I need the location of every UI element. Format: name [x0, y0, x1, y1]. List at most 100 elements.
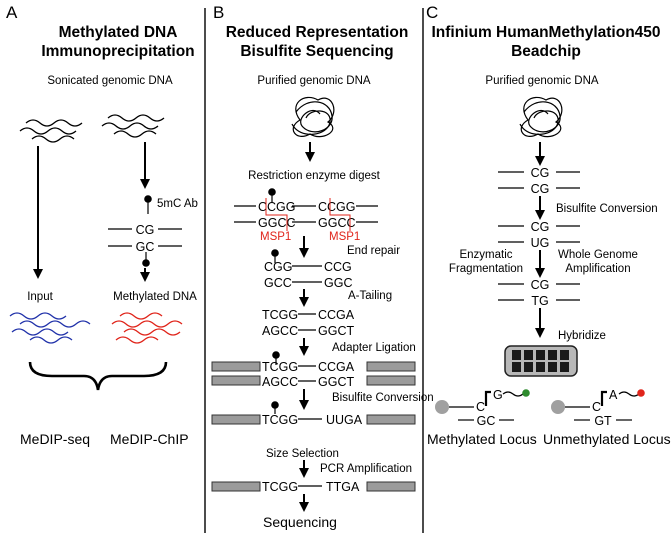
panel-c-title-1: Infinium HumanMethylation450: [431, 24, 660, 41]
c1-bottom: CG: [531, 182, 550, 196]
end-repair-fragment: CGG CCG GCC GGC: [264, 249, 352, 290]
digest-top-right: CCGG: [318, 200, 356, 214]
step-sequencing: Sequencing: [263, 514, 337, 530]
c2-bottom: UG: [531, 236, 550, 250]
bead-methylated: [435, 400, 449, 414]
sonicated-dna-left: [19, 119, 83, 143]
c-duplex-3: CG TG: [498, 278, 580, 308]
probe-m-c: C: [476, 400, 485, 414]
adapter-pcr-right: [366, 481, 416, 492]
antibody-label: 5mC Ab: [157, 198, 198, 210]
step-adapter: Adapter Ligation: [332, 342, 416, 354]
panel-a-letter: A: [6, 3, 18, 22]
adapter-fragment: TCGG CCGA AGCC GGCT: [211, 351, 416, 389]
methylated-probe: C G GC: [435, 388, 530, 428]
at-bottom-right: GGCT: [318, 324, 354, 338]
panel-a-title-2: Immunoprecipitation: [41, 43, 194, 60]
step-sonicated: Sonicated genomic DNA: [47, 75, 173, 87]
panel-c-title-2: Beadchip: [511, 43, 581, 60]
adapter-bs-left: [211, 414, 261, 425]
unmethylated-probe: C A GT: [551, 388, 645, 428]
er-top-left: CGG: [264, 260, 292, 274]
at-top-left: TCGG: [262, 308, 298, 322]
digest-bottom-right: GGCC: [318, 216, 356, 230]
step-bisulfite-c: Bisulfite Conversion: [556, 203, 658, 215]
input-dna-waves: [9, 312, 91, 344]
digest-top-left: CCGG: [258, 200, 296, 214]
merge-bracket: [28, 361, 168, 391]
step-end-repair: End repair: [347, 245, 400, 257]
er-top-right: CCG: [324, 260, 352, 274]
ad-bottom-right: GGCT: [318, 375, 354, 389]
ad-top-left: TCGG: [262, 360, 298, 374]
unmethylated-signal-dot: [637, 389, 645, 397]
ad-top-right: CCGA: [318, 360, 355, 374]
er-bottom-right: GGC: [324, 276, 352, 290]
step-enzymatic-1: Enzymatic: [459, 249, 512, 261]
adapter-top-right: [366, 361, 416, 372]
c2-top: CG: [531, 220, 550, 234]
bisulfite-fragment: TCGG UUGA: [211, 401, 416, 427]
probe-u-target: GT: [594, 414, 612, 428]
digest-bottom-left: GGCC: [258, 216, 296, 230]
panel-b-letter: B: [213, 3, 224, 22]
probe-m-ext: G: [493, 388, 503, 402]
c3-top: CG: [531, 278, 550, 292]
step-bisulfite-b: Bisulfite Conversion: [332, 392, 434, 404]
adapter-bottom-left: [211, 375, 261, 386]
cut-site-left: [265, 198, 288, 231]
panel-c-letter: C: [426, 3, 438, 22]
panel-a: A Methylated DNA Immunoprecipitation Son…: [6, 3, 198, 447]
digest-fragment: CCGG CCGG GGCC GGCC MSP1 MSP1: [234, 188, 378, 243]
panel-a-title-1: Methylated DNA: [59, 24, 178, 41]
probe-u-ext: A: [609, 388, 618, 402]
panel-b: B Reduced Representation Bisulfite Seque…: [211, 3, 434, 530]
step-size: Size Selection: [266, 448, 339, 460]
strand-cg: CG: [136, 223, 155, 237]
step-atailing: A-Tailing: [348, 290, 392, 302]
step-pcr: PCR Amplification: [320, 463, 412, 475]
c-duplex-2: CG UG: [498, 220, 580, 250]
bs-left: TCGG: [262, 413, 298, 427]
adapter-bs-right: [366, 414, 416, 425]
bead-unmethylated: [551, 400, 565, 414]
step-enzymatic-2: Fragmentation: [449, 263, 523, 275]
at-bottom-left: AGCC: [262, 324, 298, 338]
adapter-pcr-left: [211, 481, 261, 492]
pcr-fragment: TCGG TTGA: [211, 480, 416, 494]
enzyme-left: MSP1: [260, 231, 291, 243]
panel-c: C Infinium HumanMethylation450 Beadchip …: [426, 3, 671, 447]
adapter-bottom-right: [366, 375, 416, 386]
beadchip-icon: [504, 345, 578, 377]
ad-bottom-left: AGCC: [262, 375, 298, 389]
step-hybridize: Hybridize: [558, 330, 606, 342]
adapter-top-left: [211, 361, 261, 372]
methylated-dna-waves: [111, 312, 183, 344]
input-label: Input: [27, 291, 53, 303]
atailing-fragment: TCGG CCGA AGCC GGCT: [262, 308, 355, 338]
genomic-dna-blob-b: [291, 96, 335, 138]
panel-b-title-1: Reduced Representation: [226, 24, 409, 41]
panel-b-title-2: Bisulfite Sequencing: [240, 43, 393, 60]
enzyme-right: MSP1: [329, 231, 360, 243]
methylated-label: Methylated DNA: [113, 291, 197, 303]
c-duplex-1: CG CG: [498, 166, 580, 196]
er-bottom-left: GCC: [264, 276, 292, 290]
strand-gc: GC: [136, 240, 155, 254]
step-digest: Restriction enzyme digest: [248, 170, 380, 182]
methylated-signal-dot: [522, 389, 530, 397]
label-methylated-locus: Methylated Locus: [427, 431, 537, 447]
step-wga-1: Whole Genome: [558, 249, 638, 261]
label-unmethylated-locus: Unmethylated Locus: [543, 431, 671, 447]
c3-bottom: TG: [531, 294, 548, 308]
cut-site-right: [329, 198, 351, 231]
pcr-right: TTGA: [326, 480, 360, 494]
output-medip-seq: MeDIP-seq: [20, 431, 90, 447]
step-purified-c: Purified genomic DNA: [485, 75, 598, 87]
output-medip-chip: MeDIP-ChIP: [110, 431, 189, 447]
bs-right: UUGA: [326, 413, 363, 427]
c1-top: CG: [531, 166, 550, 180]
step-purified-b: Purified genomic DNA: [257, 75, 370, 87]
antibody-complex: 5mC Ab CG GC: [108, 195, 198, 267]
